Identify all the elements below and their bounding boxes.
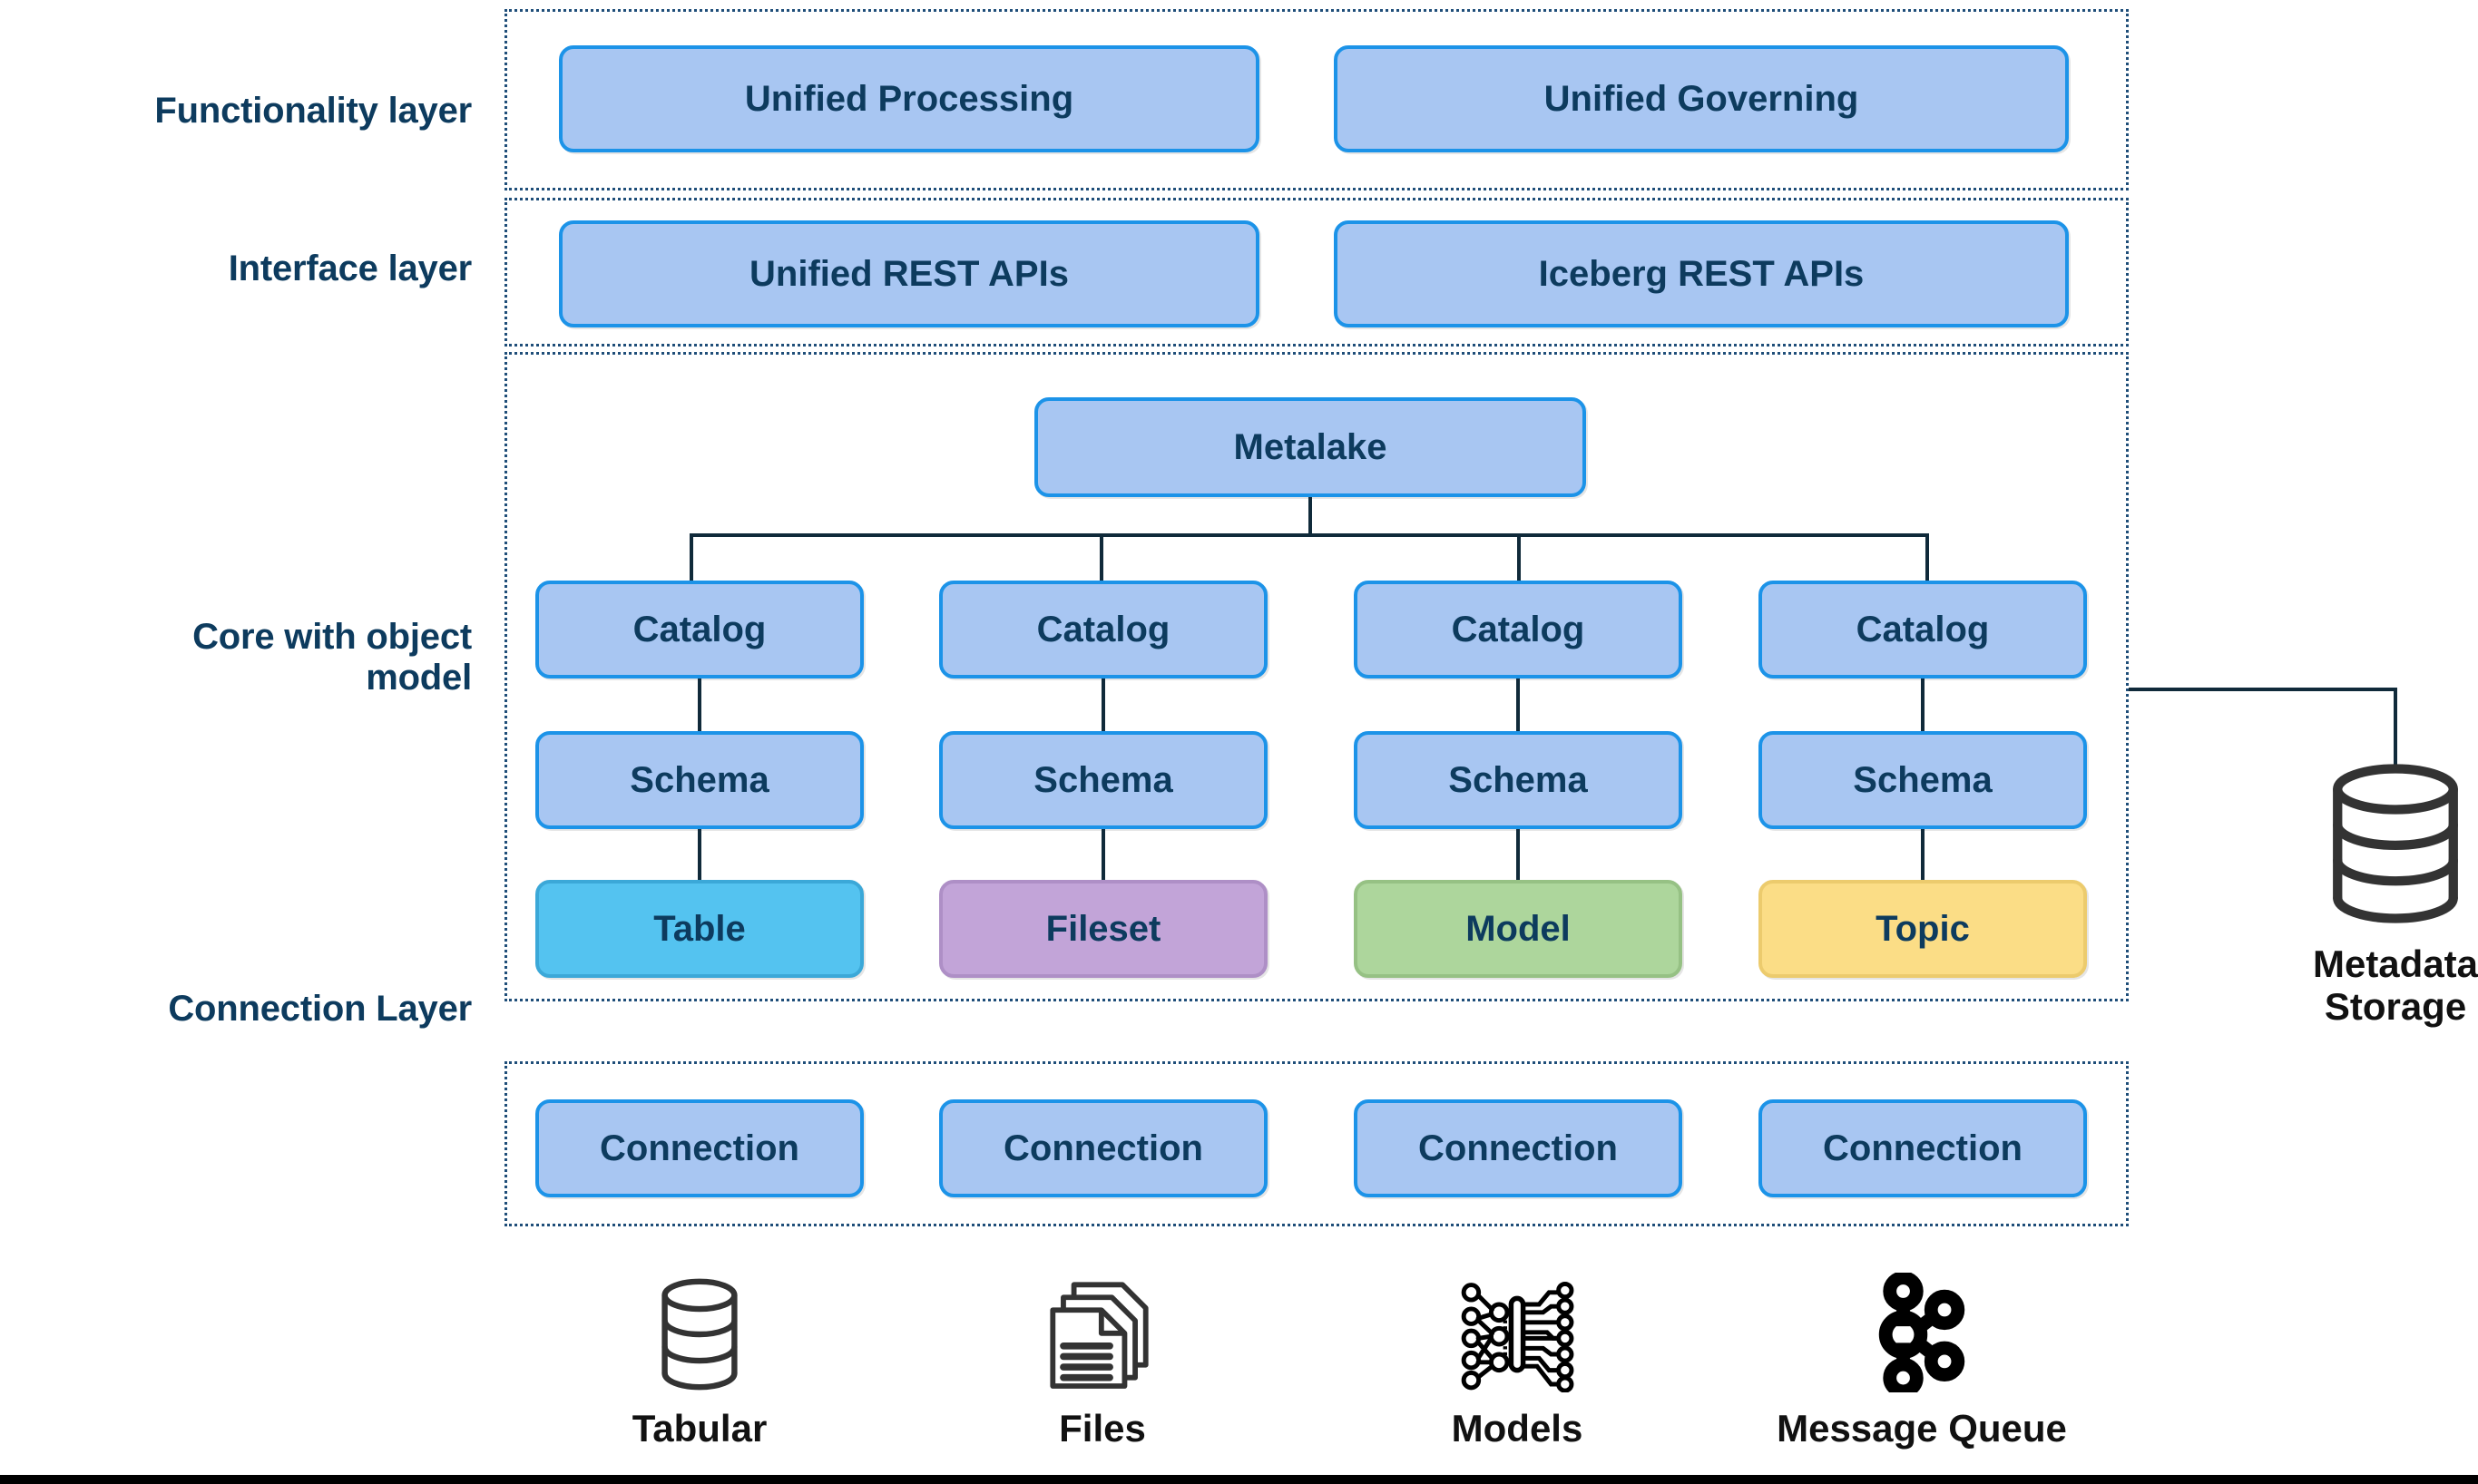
node-leaf-topic[interactable]: Topic [1758,880,2087,978]
connector-catalog-schema-3 [1516,679,1520,740]
connector-schema-leaf-4 [1921,829,1925,891]
node-schema-4[interactable]: Schema [1758,731,2087,829]
footer-divider [0,1475,2478,1484]
database-cylinder-icon [646,1270,753,1392]
node-iceberg-rest-apis[interactable]: Iceberg REST APIs [1334,220,2069,327]
layer-label-core-line2: model [366,657,472,698]
node-schema-2[interactable]: Schema [939,731,1268,829]
node-connection-1-label: Connection [600,1128,799,1168]
node-unified-processing-label: Unified Processing [744,78,1074,119]
node-unified-governing[interactable]: Unified Governing [1334,45,2069,152]
connector-catalog-schema-4 [1921,679,1925,740]
node-catalog-3[interactable]: Catalog [1354,581,1682,679]
band-functionality-layer [504,9,2129,190]
connector-drop-catalog-2 [1100,533,1103,584]
node-leaf-table-label: Table [653,908,746,949]
node-catalog-1-label: Catalog [632,609,767,649]
connector-core-to-storage-v [2394,688,2397,767]
node-schema-1-label: Schema [630,759,769,800]
database-cylinder-icon [2309,762,2478,930]
node-leaf-model-label: Model [1465,908,1571,949]
node-catalog-2-label: Catalog [1036,609,1170,649]
layer-label-connection-text: Connection Layer [168,989,472,1029]
layer-label-functionality: Functionality layer [36,91,472,132]
metadata-storage-line1: Metadata [2312,942,2478,985]
node-connection-3-label: Connection [1418,1128,1618,1168]
node-unified-rest-apis-label: Unified REST APIs [749,253,1069,294]
connector-core-to-storage-h [2129,688,2397,691]
node-schema-2-label: Schema [1033,759,1173,800]
node-connection-1[interactable]: Connection [535,1099,864,1197]
source-models-label: Models [1451,1407,1583,1450]
node-leaf-topic-label: Topic [1876,908,1970,949]
node-leaf-fileset[interactable]: Fileset [939,880,1268,978]
node-catalog-1[interactable]: Catalog [535,581,864,679]
connector-schema-leaf-1 [698,829,701,891]
source-message-queue-label: Message Queue [1777,1407,2067,1450]
node-catalog-4-label: Catalog [1856,609,1990,649]
layer-label-connection: Connection Layer [36,989,472,1030]
node-connection-2-label: Connection [1004,1128,1203,1168]
source-files-label: Files [1059,1407,1146,1450]
node-schema-4-label: Schema [1853,759,1993,800]
layer-label-core: Core with object model [36,617,472,698]
node-unified-rest-apis[interactable]: Unified REST APIs [559,220,1259,327]
node-leaf-model[interactable]: Model [1354,880,1682,978]
layer-label-interface-text: Interface layer [228,249,472,288]
node-metalake-label: Metalake [1233,426,1387,467]
node-unified-governing-label: Unified Governing [1543,78,1859,119]
metadata-storage-line2: Storage [2324,985,2467,1029]
layer-label-functionality-text: Functionality layer [154,91,472,131]
node-catalog-2[interactable]: Catalog [939,581,1268,679]
connector-catalog-schema-2 [1102,679,1105,740]
node-schema-1[interactable]: Schema [535,731,864,829]
node-leaf-table[interactable]: Table [535,880,864,978]
source-models: Models [1354,1270,1680,1450]
layer-label-core-line1: Core with object [192,617,472,657]
stacked-documents-icon [1044,1270,1161,1392]
node-connection-4-label: Connection [1823,1128,2023,1168]
source-files: Files [939,1270,1266,1450]
band-connection-layer [504,1061,2129,1226]
connector-schema-leaf-3 [1516,829,1520,891]
connector-metalake-stem [1308,497,1312,535]
connector-drop-catalog-1 [690,533,693,584]
message-queue-nodes-icon [1869,1270,1974,1392]
source-tabular-label: Tabular [632,1407,768,1450]
band-interface-layer [504,198,2129,347]
metadata-storage: Metadata Storage [2232,762,2478,1028]
node-connection-2[interactable]: Connection [939,1099,1268,1197]
band-core-layer [504,352,2129,1001]
connector-catalog-bus [690,533,1927,537]
node-metalake[interactable]: Metalake [1034,397,1586,497]
connector-catalog-schema-1 [698,679,701,740]
node-catalog-3-label: Catalog [1451,609,1585,649]
source-tabular: Tabular [536,1270,863,1450]
neural-network-icon [1457,1270,1577,1392]
node-schema-3[interactable]: Schema [1354,731,1682,829]
node-leaf-fileset-label: Fileset [1045,908,1161,949]
layer-label-interface: Interface layer [36,249,472,289]
node-connection-4[interactable]: Connection [1758,1099,2087,1197]
connector-drop-catalog-3 [1517,533,1521,584]
node-schema-3-label: Schema [1448,759,1588,800]
node-catalog-4[interactable]: Catalog [1758,581,2087,679]
node-connection-3[interactable]: Connection [1354,1099,1682,1197]
node-iceberg-rest-apis-label: Iceberg REST APIs [1538,253,1865,294]
connector-drop-catalog-4 [1925,533,1929,584]
connector-schema-leaf-2 [1102,829,1105,891]
node-unified-processing[interactable]: Unified Processing [559,45,1259,152]
source-message-queue: Message Queue [1758,1270,2085,1450]
metadata-storage-caption: Metadata Storage [2313,942,2478,1028]
